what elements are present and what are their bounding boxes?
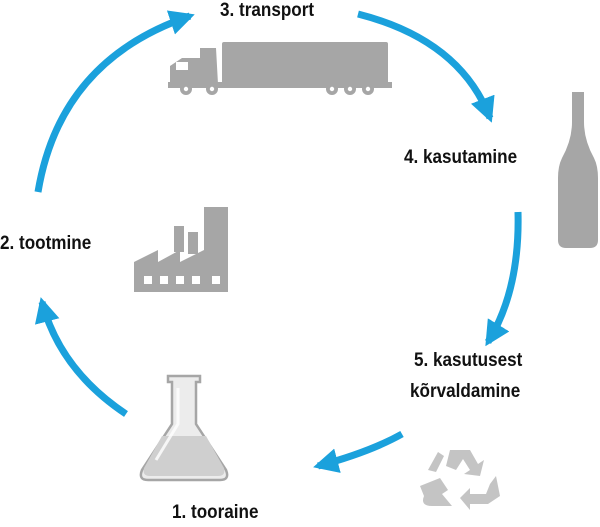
recycle-icon: [420, 450, 500, 510]
truck-icon: [168, 42, 392, 95]
step-label-tootmine: 2. tootmine: [0, 233, 92, 254]
flask-icon: [139, 374, 229, 482]
step-label-tooraine: 1. tooraine: [172, 502, 259, 523]
arrow-korvaldamine-to-tooraine: [313, 430, 404, 473]
bottle-icon: [558, 92, 598, 248]
step-label-kasutamine: 4. kasutamine: [404, 147, 518, 168]
step-label-korvaldamine-line2: kõrvaldamine: [410, 381, 521, 402]
arrow-tootmine-to-transport: [34, 10, 195, 193]
step-label-transport: 3. transport: [220, 0, 315, 21]
factory-icon: [134, 207, 228, 292]
arrow-tooraine-to-tootmine: [34, 297, 128, 417]
arrow-kasutamine-to-korvaldamine: [485, 211, 522, 347]
step-label-korvaldamine-line1: 5. kasutusest: [414, 350, 523, 371]
arrow-transport-to-kasutamine: [357, 10, 495, 123]
